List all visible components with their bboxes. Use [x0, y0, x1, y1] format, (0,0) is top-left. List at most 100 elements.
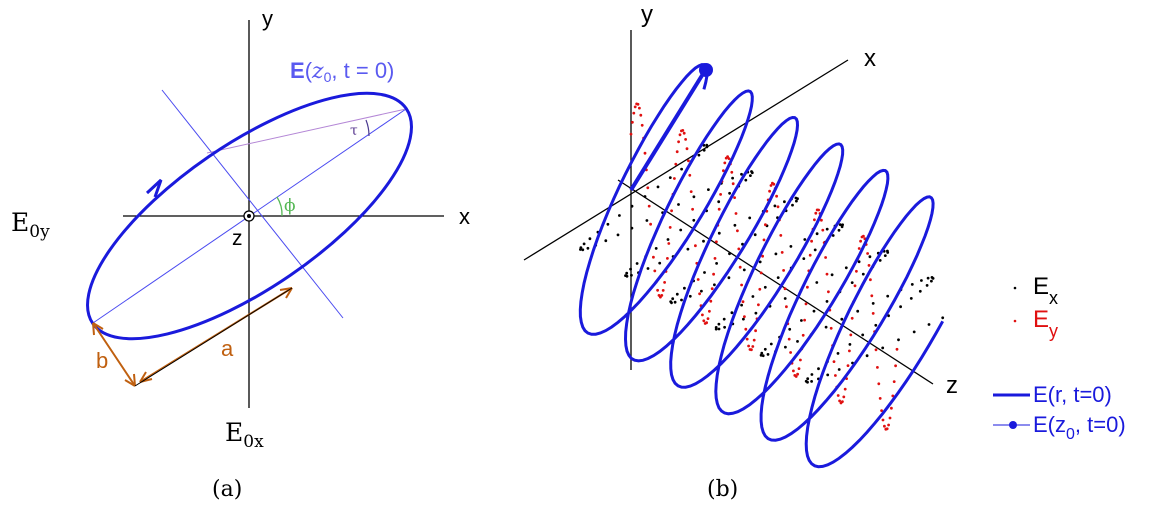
ey-dot — [796, 372, 799, 376]
ex-dot — [750, 171, 754, 175]
ey-dot — [633, 105, 637, 109]
ey-dot — [850, 316, 854, 320]
ex-dot — [848, 343, 852, 346]
ey-dot — [779, 234, 783, 237]
ex-dot — [838, 223, 842, 227]
ex-dot — [703, 271, 706, 274]
ey-dot — [629, 132, 633, 136]
ex-dot — [582, 242, 586, 246]
ex-dot — [630, 204, 634, 208]
ey-dot — [866, 252, 869, 255]
x-axis-label-b: x — [864, 45, 876, 72]
ex-dot — [831, 234, 835, 237]
ey-dot — [730, 170, 734, 174]
ex-dot — [680, 167, 683, 171]
ey-dot — [754, 329, 757, 333]
ex-dot — [886, 251, 890, 254]
ex-dot — [753, 233, 757, 237]
field-label-a: E(z0, t = 0) — [290, 58, 394, 85]
ex-dot — [897, 338, 900, 342]
ey-dot — [768, 189, 771, 193]
ey-dot — [717, 207, 721, 211]
ey-dot — [862, 234, 865, 238]
ey-dot — [857, 247, 861, 250]
ey-dot — [797, 367, 801, 370]
ey-dot — [880, 409, 883, 412]
z-axis-label-b: z — [946, 372, 958, 399]
ey-dot — [681, 129, 685, 132]
ex-dot — [796, 340, 799, 343]
ey-dot — [736, 229, 739, 233]
ex-dot — [717, 322, 721, 326]
ey-dot — [636, 102, 640, 106]
ey-dot — [829, 326, 833, 330]
ey-dot — [682, 131, 686, 135]
ey-dot — [759, 271, 763, 275]
ey-dot — [712, 272, 715, 276]
ey-dot — [810, 239, 813, 243]
ey-dot — [849, 333, 853, 337]
ey-dot — [702, 319, 706, 323]
ey-dot — [723, 161, 727, 165]
ex-dot — [931, 277, 935, 280]
ex-dot — [740, 172, 743, 176]
ey-dot — [801, 333, 805, 337]
legend-ey-marker — [1013, 319, 1017, 323]
ex-dot — [788, 327, 792, 331]
ex-dot — [810, 373, 814, 376]
e0x-label: E0x — [225, 418, 264, 452]
ex-dot — [795, 199, 798, 203]
ex-dot — [918, 289, 922, 293]
ex-dot — [675, 292, 679, 296]
ey-dot — [890, 406, 893, 410]
ey-dot — [794, 375, 798, 378]
ey-dot — [731, 182, 735, 186]
ex-dot — [871, 302, 875, 305]
ey-dot — [656, 288, 659, 292]
ex-dot — [766, 353, 770, 356]
ey-dot — [806, 285, 809, 289]
ex-dot — [912, 330, 916, 334]
ex-dot — [686, 247, 690, 251]
ex-dot — [707, 188, 710, 192]
ey-dot — [734, 212, 738, 215]
ey-dot — [696, 278, 700, 281]
ey-dot — [824, 256, 827, 259]
direction-arrow — [145, 178, 163, 198]
ey-dot — [705, 321, 708, 325]
ey-dot — [668, 226, 672, 229]
ex-dot — [728, 252, 731, 256]
ex-dot — [588, 237, 592, 241]
x-axis-label-a: x — [459, 204, 470, 229]
ey-dot — [891, 394, 895, 398]
ex-dot — [717, 327, 721, 331]
ex-dot — [857, 260, 861, 264]
ey-dotted-curve — [629, 102, 899, 431]
ey-dot — [775, 194, 778, 198]
z-axis-label-a: z — [232, 227, 243, 250]
x-axis-b — [523, 59, 849, 261]
ey-dot — [678, 133, 682, 137]
ex-dot — [692, 218, 696, 222]
ey-dot — [687, 159, 690, 163]
ey-dot — [632, 111, 636, 115]
ey-dot — [701, 313, 704, 317]
ex-dot — [683, 286, 686, 290]
ex-dot — [761, 354, 765, 358]
y-axis-label-a: y — [262, 6, 273, 31]
ey-dot — [888, 416, 892, 420]
ex-dot — [806, 380, 809, 384]
ex-dot — [751, 295, 755, 298]
ey-dot — [834, 374, 837, 377]
ex-dot — [702, 239, 705, 243]
ex-dot — [925, 284, 929, 287]
ex-dot — [886, 294, 890, 298]
ex-dot — [796, 197, 799, 201]
ex-dot — [759, 353, 763, 357]
ex-dot — [666, 238, 670, 241]
ex-dot — [754, 311, 758, 315]
construction-line — [134, 287, 293, 387]
ex-dot — [774, 252, 778, 256]
ex-dot — [812, 309, 816, 313]
ex-dot — [810, 380, 813, 383]
